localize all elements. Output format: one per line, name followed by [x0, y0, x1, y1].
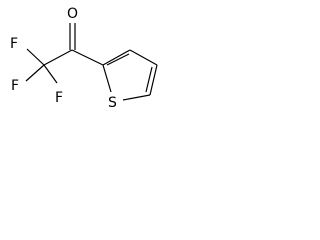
ring-bond-c2-c3-inner	[106, 53, 130, 66]
molecule-structure: O F F F S	[10, 6, 158, 111]
fluorine-bottom-label: F	[55, 90, 63, 106]
oxygen-label: O	[67, 6, 78, 22]
fluorine-top-label: F	[10, 36, 18, 52]
ring-bond-s-c2	[102, 64, 112, 93]
structure-canvas: O F F F S	[0, 0, 178, 120]
sulfur-label: S	[108, 95, 117, 111]
ring-bond-c4-c5	[149, 64, 158, 96]
cf-bond-top	[26, 48, 45, 66]
fluorine-left-label: F	[11, 78, 19, 94]
cf-bond-left	[25, 64, 45, 82]
ring-bond-c5-s	[122, 94, 151, 101]
carbonyl-ring-bond	[71, 49, 104, 66]
ring-bond-c2-c3	[102, 49, 131, 66]
cf-bond-bottom	[43, 64, 58, 84]
ring-bond-c4-c5-inner	[145, 66, 153, 93]
carbonyl-cf3-bond	[43, 49, 73, 66]
ring-bond-c3-c4	[129, 49, 158, 66]
